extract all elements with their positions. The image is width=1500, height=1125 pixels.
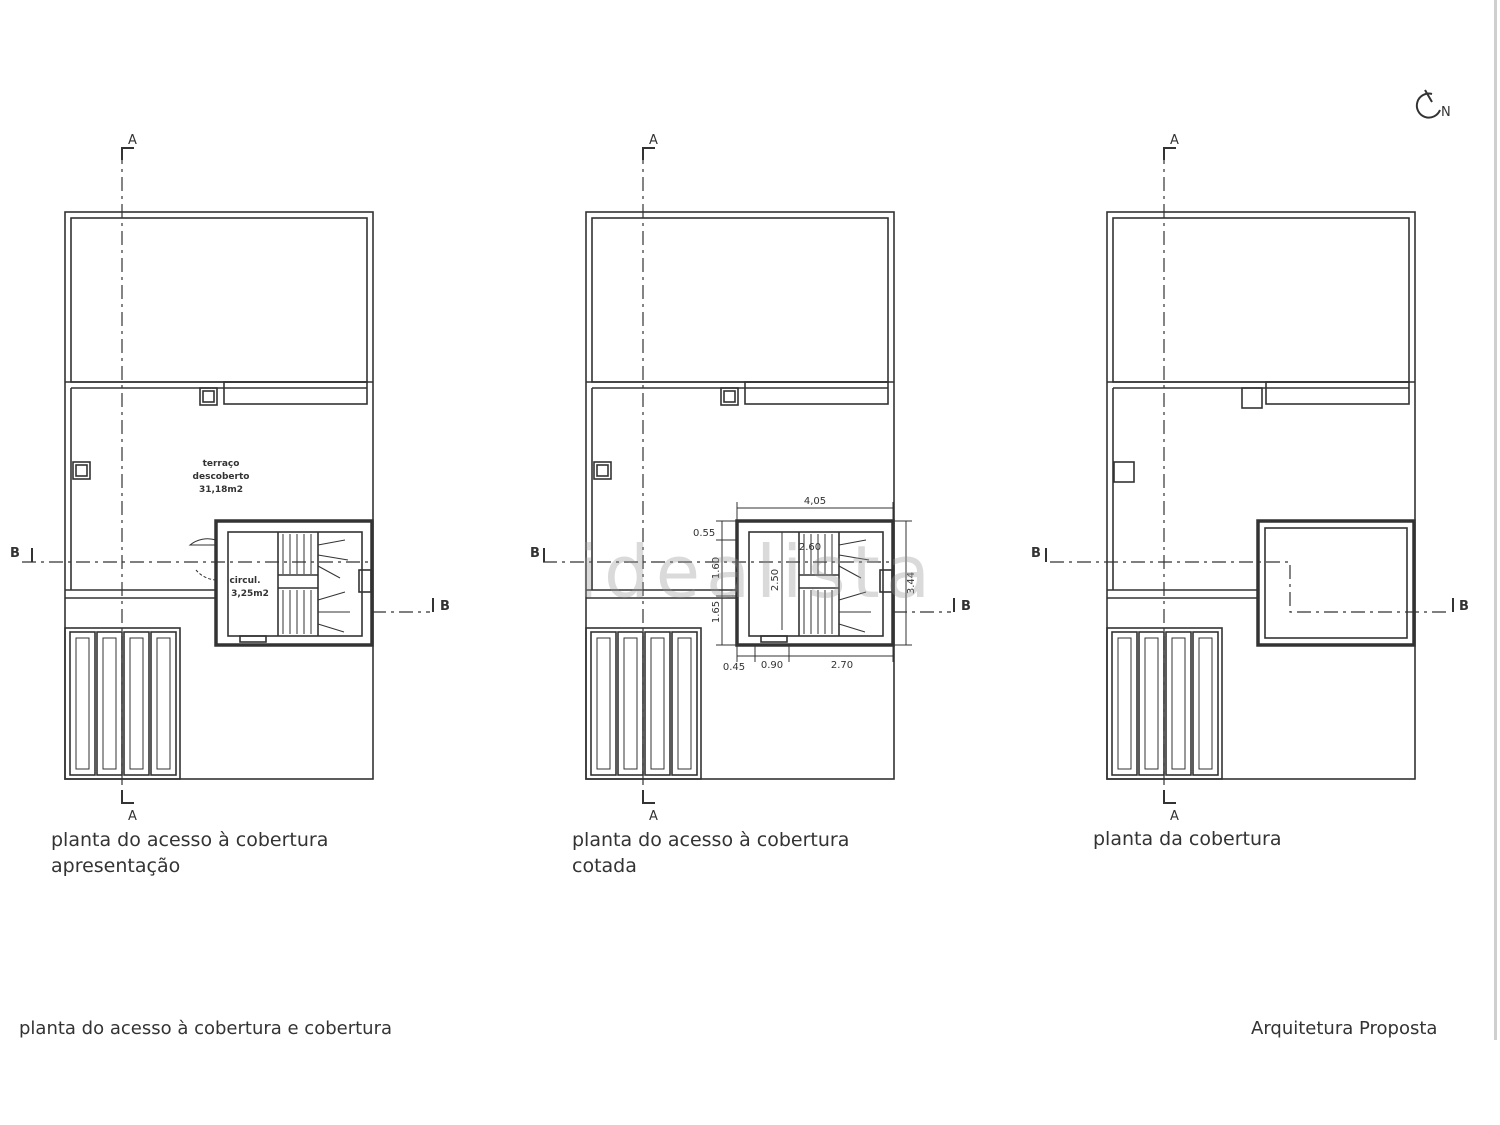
plan-1-section-a-top: A (128, 133, 137, 148)
plan-1-labels: A A B B terraço descoberto 31,18m2 circu… (10, 133, 450, 824)
plan-2-section-a-bottom: A (649, 809, 658, 824)
plan-1-section-b-left: B (10, 546, 20, 561)
dim-inner-1: 2.50 (770, 569, 781, 591)
dim-inner-2: 2.60 (799, 542, 821, 553)
plan-3-section-b-right: B (1459, 599, 1469, 614)
dim-right: 3.44 (906, 572, 917, 594)
plan-1-section-b-right: B (440, 599, 450, 614)
room-terrace-area: 31,18m2 (199, 485, 243, 495)
dim-left-bottom: 1.65 (711, 601, 722, 623)
dim-bottom-2: 0.90 (761, 660, 783, 671)
plan-1-presentation (22, 147, 434, 804)
room-circ-name: circul. (229, 576, 260, 586)
plan-1-section-a-bottom: A (128, 809, 137, 824)
plan-1-caption: planta do acesso à cobertura apresentaçã… (51, 827, 328, 879)
north-label: N (1441, 105, 1451, 120)
plan-3-caption-line1: planta da cobertura (1093, 828, 1282, 850)
dim-top: 4,05 (804, 496, 826, 507)
right-border-line (1494, 0, 1497, 1040)
watermark-text: idealista (578, 530, 936, 614)
plan-3-section-a-top: A (1170, 133, 1179, 148)
plan-2-caption-line1: planta do acesso à cobertura (572, 829, 850, 851)
dim-bottom-3: 2.70 (831, 660, 853, 671)
footer-right-title: Arquitetura Proposta (1251, 1018, 1438, 1039)
plan-2-section-a-top: A (649, 133, 658, 148)
dim-left-mid: 1.60 (711, 557, 722, 579)
plan-3-roof (1045, 147, 1454, 804)
plan-3-caption: planta da cobertura (1093, 826, 1281, 852)
plan-2-section-b-left: B (530, 546, 540, 561)
plan-2-section-b-right: B (961, 599, 971, 614)
room-terrace-name: terraço (203, 459, 240, 469)
plan-1-caption-line2: apresentação (51, 855, 181, 877)
footer-left-title: planta do acesso à cobertura e cobertura (19, 1018, 393, 1039)
north-arrow-icon (1415, 89, 1441, 119)
plan-1-caption-line1: planta do acesso à cobertura (51, 829, 329, 851)
plan-3-section-a-bottom: A (1170, 809, 1179, 824)
plan-3-labels: A A B B (1031, 133, 1469, 824)
plan-2-caption-line2: cotada (572, 855, 637, 877)
plan-2-labels: A A B B 4,05 0.55 1.60 1.65 2.50 2.60 3.… (530, 133, 971, 824)
dim-left-top: 0.55 (693, 528, 715, 539)
room-circ-area: 3,25m2 (231, 589, 269, 599)
room-terrace-desc: descoberto (193, 472, 250, 482)
plan-2-caption: planta do acesso à cobertura cotada (572, 827, 849, 879)
plan-2-dimensioned (543, 147, 955, 804)
dim-bottom-1: 0.45 (723, 662, 745, 673)
plan-3-section-b-left: B (1031, 546, 1041, 561)
